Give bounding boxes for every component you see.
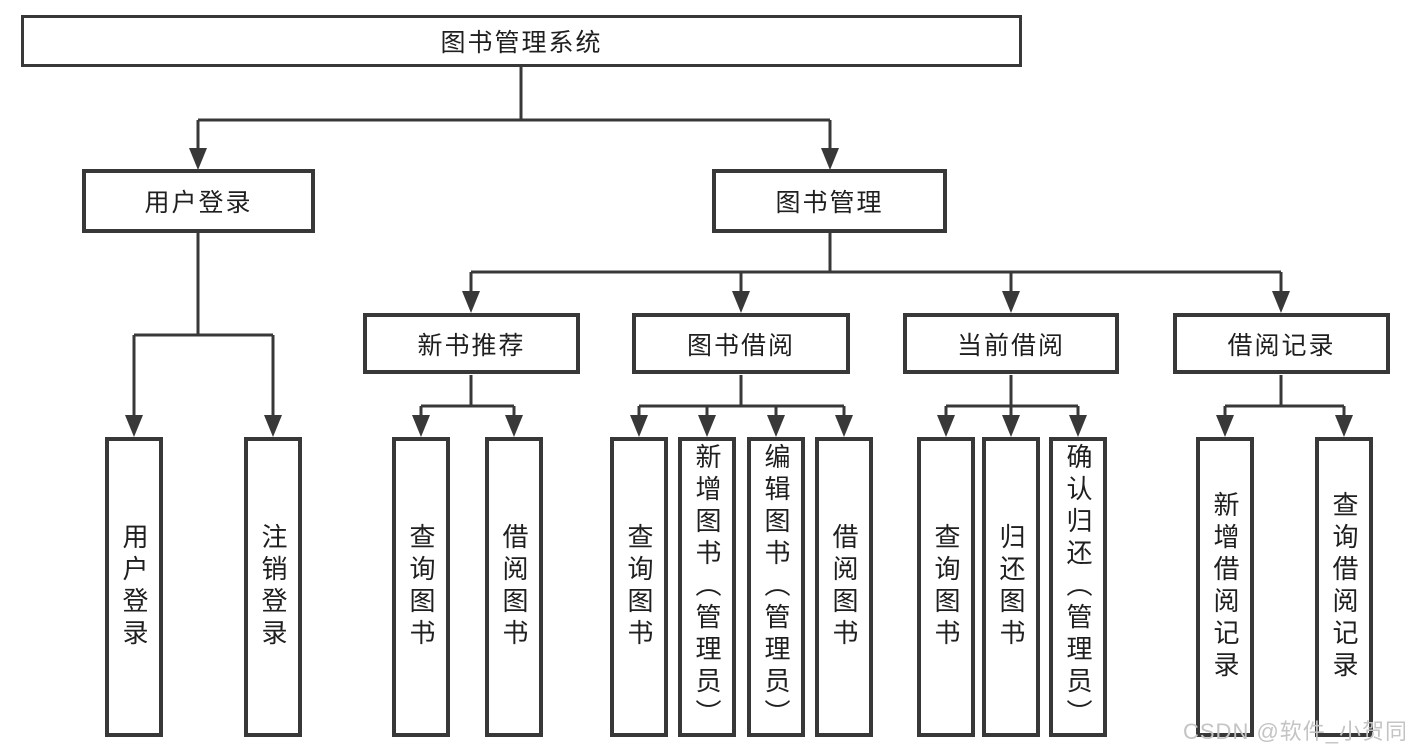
arrowhead bbox=[189, 148, 207, 170]
arrowhead bbox=[1069, 415, 1087, 437]
node-label: 查询图书 bbox=[406, 523, 436, 651]
leaf-borrow-books-borrowing: 借阅图书 bbox=[815, 437, 873, 737]
node-new-book-recommend: 新书推荐 bbox=[363, 313, 580, 374]
node-label: 图书管理系统 bbox=[440, 29, 603, 57]
arrowhead bbox=[1002, 291, 1020, 313]
edge-book-borrowing-to-leaves bbox=[630, 375, 853, 437]
leaf-edit-books-admin: 编辑图书（管理员） bbox=[747, 437, 805, 737]
arrowhead bbox=[1335, 415, 1353, 437]
arrowhead bbox=[1216, 415, 1234, 437]
node-label: 注销登录 bbox=[258, 523, 288, 651]
csdn-watermark: CSDN @软件_小贺同学 bbox=[1183, 719, 1405, 744]
node-book-management: 图书管理 bbox=[712, 169, 947, 233]
node-label: 当前借阅 bbox=[956, 331, 1065, 360]
node-label: 确认归还（管理员） bbox=[1063, 443, 1093, 731]
node-book-borrowing: 图书借阅 bbox=[632, 313, 850, 374]
arrowhead bbox=[1272, 291, 1290, 313]
leaf-logout: 注销登录 bbox=[244, 437, 302, 737]
edge-user-login-to-leaves bbox=[125, 233, 282, 437]
arrowhead bbox=[505, 415, 523, 437]
arrowhead bbox=[1002, 415, 1020, 437]
leaf-add-books-admin: 新增图书（管理员） bbox=[678, 437, 736, 737]
node-library-management-system: 图书管理系统 bbox=[21, 15, 1022, 67]
node-label: 新增图书（管理员） bbox=[692, 443, 722, 731]
node-label: 借阅图书 bbox=[499, 523, 529, 651]
leaf-add-borrow-record: 新增借阅记录 bbox=[1196, 437, 1254, 737]
node-label: 图书管理 bbox=[775, 189, 884, 217]
edge-book-management-to-level3 bbox=[462, 233, 1290, 313]
leaf-user-login: 用户登录 bbox=[105, 437, 163, 737]
arrowhead bbox=[412, 415, 430, 437]
node-label: 查询图书 bbox=[931, 523, 961, 651]
node-label: 归还图书 bbox=[996, 523, 1026, 651]
edge-current-borrowing-to-leaves bbox=[937, 375, 1087, 437]
leaf-query-books-borrowing: 查询图书 bbox=[610, 437, 668, 737]
arrowhead bbox=[630, 415, 648, 437]
leaf-borrow-books-recommend: 借阅图书 bbox=[485, 437, 543, 737]
node-label: 借阅记录 bbox=[1227, 331, 1336, 360]
edge-new-book-recommend-to-leaves bbox=[412, 375, 523, 437]
edge-borrowing-records-to-leaves bbox=[1216, 375, 1353, 437]
node-label: 查询借阅记录 bbox=[1329, 491, 1359, 683]
arrowhead bbox=[835, 415, 853, 437]
node-label: 借阅图书 bbox=[829, 523, 859, 651]
arrowhead bbox=[821, 148, 839, 170]
arrowhead bbox=[698, 415, 716, 437]
arrowhead bbox=[462, 291, 480, 313]
node-label: 编辑图书（管理员） bbox=[761, 443, 791, 731]
node-label: 新增借阅记录 bbox=[1210, 491, 1240, 683]
node-current-borrowing: 当前借阅 bbox=[903, 313, 1119, 374]
arrowhead bbox=[732, 291, 750, 313]
arrowhead bbox=[767, 415, 785, 437]
arrowhead bbox=[937, 415, 955, 437]
node-label: 新书推荐 bbox=[417, 331, 526, 360]
node-label: 用户登录 bbox=[144, 189, 253, 217]
node-borrowing-records: 借阅记录 bbox=[1173, 313, 1390, 374]
node-label: 查询图书 bbox=[624, 523, 654, 651]
node-label: 图书借阅 bbox=[686, 331, 795, 360]
leaf-confirm-return-admin: 确认归还（管理员） bbox=[1049, 437, 1107, 737]
arrowhead bbox=[264, 415, 282, 437]
node-user-login: 用户登录 bbox=[82, 169, 315, 233]
arrowhead bbox=[125, 415, 143, 437]
edge-root-to-level2 bbox=[189, 67, 839, 170]
leaf-query-borrow-record: 查询借阅记录 bbox=[1315, 437, 1373, 737]
leaf-query-books-recommend: 查询图书 bbox=[392, 437, 450, 737]
leaf-query-books-current: 查询图书 bbox=[917, 437, 975, 737]
node-label: 用户登录 bbox=[119, 523, 149, 651]
leaf-return-books: 归还图书 bbox=[982, 437, 1040, 737]
